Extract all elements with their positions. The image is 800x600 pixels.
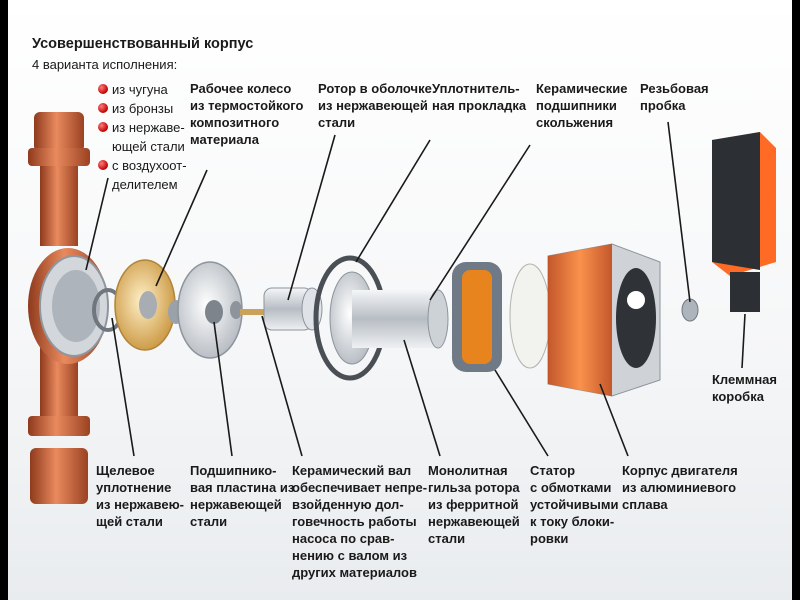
label-slot-seal: Щелевое уплотнение из нержавею- щей стал… bbox=[96, 463, 185, 529]
label-impeller: Рабочее колесо из термостойкого композит… bbox=[190, 81, 304, 147]
stator bbox=[452, 262, 551, 372]
label-threaded-plug: Резьбовая пробка bbox=[640, 81, 709, 113]
rotor-sleeve bbox=[329, 271, 449, 365]
diagram-title: Усовершенствованный корпус bbox=[32, 36, 254, 52]
label-rotor-sleeve: Монолитная гильза ротора из ферритной не… bbox=[428, 463, 520, 546]
bearing-plate-bushing bbox=[230, 301, 242, 319]
red-bullet-icon bbox=[98, 122, 108, 132]
label-gasket: Уплотнитель- ная прокладка bbox=[432, 81, 527, 113]
label-bearing-plate: Подшипнико- вая пластина из нержавеющей … bbox=[190, 463, 295, 529]
variant-item: из бронзы bbox=[98, 99, 187, 118]
terminal-box bbox=[712, 132, 776, 312]
variant-item: из чугуна bbox=[98, 80, 187, 99]
impeller bbox=[114, 259, 176, 351]
variant-item: из нержаве- ющей стали bbox=[98, 118, 187, 156]
leader-lines bbox=[85, 121, 746, 457]
ceramic-shaft bbox=[240, 309, 280, 315]
label-rotor: Ротор в оболочке из нержавеющей стали bbox=[318, 81, 432, 130]
red-bullet-icon bbox=[98, 84, 108, 94]
bearing-plate bbox=[177, 261, 243, 359]
label-bearings: Керамические подшипники скольжения bbox=[536, 81, 628, 130]
label-stator: Статор с обмотками устойчивыми к току бл… bbox=[530, 463, 619, 546]
variants-subtitle: 4 варианта исполнения: bbox=[32, 57, 178, 72]
rotor-short bbox=[263, 287, 323, 331]
motor-housing bbox=[547, 243, 661, 397]
threaded-plug bbox=[681, 298, 699, 322]
label-motor-housing: Корпус двигателя из алюминиевого сплава bbox=[622, 463, 738, 512]
red-bullet-icon bbox=[98, 160, 108, 170]
variant-item: с воздухоот- делителем bbox=[98, 156, 187, 194]
variants-list: из чугуна из бронзы из нержаве- ющей ста… bbox=[98, 80, 187, 194]
label-terminal-box: Клеммная коробка bbox=[712, 372, 777, 404]
red-bullet-icon bbox=[98, 103, 108, 113]
label-ceramic-shaft: Керамический вал обеспечивает непре- взо… bbox=[292, 463, 428, 580]
pump-body bbox=[28, 112, 109, 504]
